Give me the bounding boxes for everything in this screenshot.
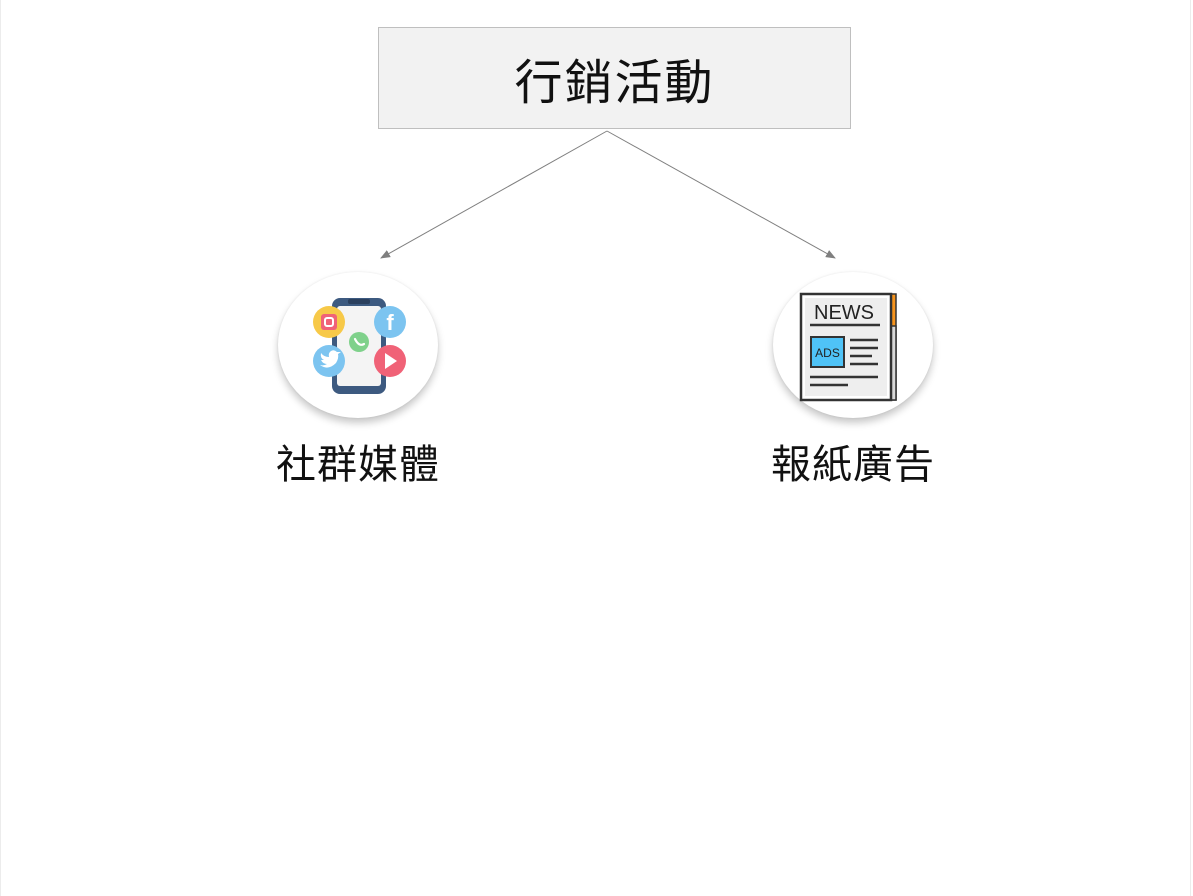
- newspaper-masthead: NEWS: [814, 302, 874, 324]
- root-node-label: 行銷活動: [514, 55, 715, 111]
- newspaper-ads-icon: NEWS ADS: [799, 292, 897, 401]
- connector-to-social-media: [380, 130, 608, 259]
- social-media-node: f: [278, 272, 438, 418]
- newspaper-ads-label: 報紙廣告: [771, 442, 935, 488]
- svg-text:f: f: [386, 310, 394, 335]
- connector-to-newspaper: [606, 130, 836, 259]
- social-media-phone-icon: f: [313, 298, 406, 394]
- whatsapp-bubble-icon: [349, 332, 369, 352]
- social-media-label: 社群媒體: [276, 442, 440, 488]
- right-edge-line: [1190, 0, 1191, 896]
- left-edge-line: [0, 0, 1, 896]
- ads-box-label: ADS: [815, 346, 840, 360]
- root-node: 行銷活動: [378, 27, 851, 129]
- newspaper-ads-node: NEWS ADS: [773, 272, 933, 418]
- facebook-bubble-icon: [374, 306, 406, 338]
